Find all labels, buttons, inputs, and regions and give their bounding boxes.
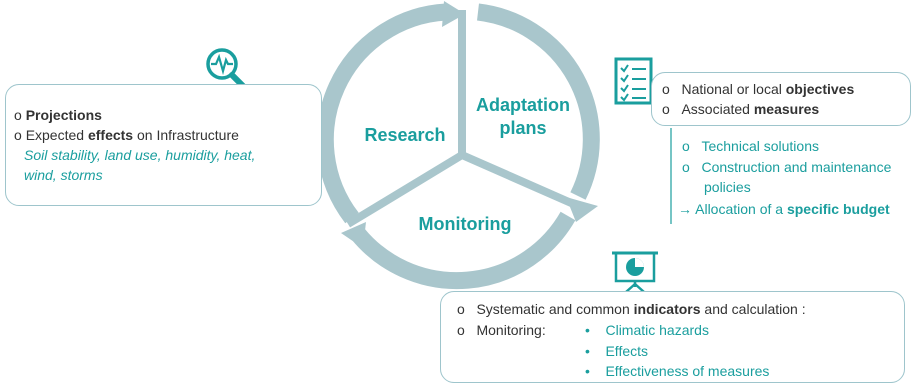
measures-item-technical: o Technical solutions bbox=[682, 138, 819, 154]
cycle-label-adaptation-line2: plans bbox=[499, 118, 546, 138]
research-bullet-effects: o Expected effects on Infrastructure bbox=[14, 127, 239, 143]
cycle-label-adaptation-line1: Adaptation bbox=[476, 95, 570, 115]
monitoring-box: o Systematic and common indicators and c… bbox=[440, 291, 905, 383]
measures-item-construction: o Construction and maintenance bbox=[682, 159, 892, 175]
measures-item-budget: → Allocation of a specific budget bbox=[678, 201, 890, 217]
adaptation-box: o National or local objectives o Associa… bbox=[651, 72, 911, 126]
measures-item-construction-cont: policies bbox=[704, 179, 751, 195]
adaptation-bullet-measures: o Associated measures bbox=[662, 101, 820, 117]
cycle-label-monitoring: Monitoring bbox=[419, 214, 512, 234]
adaptation-bullet-objectives: o National or local objectives bbox=[662, 81, 855, 97]
monitoring-bullet-indicators: o Systematic and common indicators and c… bbox=[457, 301, 806, 317]
arrowhead-left bbox=[341, 222, 366, 248]
monitoring-sub-climatic: • Climatic hazards bbox=[585, 322, 709, 338]
research-examples-line1: Soil stability, land use, humidity, heat… bbox=[24, 147, 256, 163]
presentation-chart-icon bbox=[612, 251, 658, 293]
research-examples-line2: wind, storms bbox=[24, 167, 103, 183]
checklist-icon bbox=[614, 57, 653, 105]
research-bullet-projections: o Projections bbox=[14, 107, 102, 123]
ring-segment-monitoring-to-research bbox=[351, 211, 576, 290]
monitoring-sub-effectiveness: • Effectiveness of measures bbox=[585, 363, 770, 379]
divider-right bbox=[460, 151, 580, 210]
monitoring-bullet-monitoring: o Monitoring: bbox=[457, 322, 546, 338]
ring-segment-research-to-adaptation bbox=[316, 3, 447, 224]
arrowhead-top bbox=[442, 1, 465, 27]
cycle-label-research: Research bbox=[364, 125, 445, 145]
divider-left bbox=[345, 151, 465, 228]
monitoring-sub-effects: • Effects bbox=[585, 343, 649, 359]
research-box: o Projections o Expected effects on Infr… bbox=[5, 84, 322, 206]
ring-segment-adaptation-to-monitoring bbox=[476, 3, 600, 200]
